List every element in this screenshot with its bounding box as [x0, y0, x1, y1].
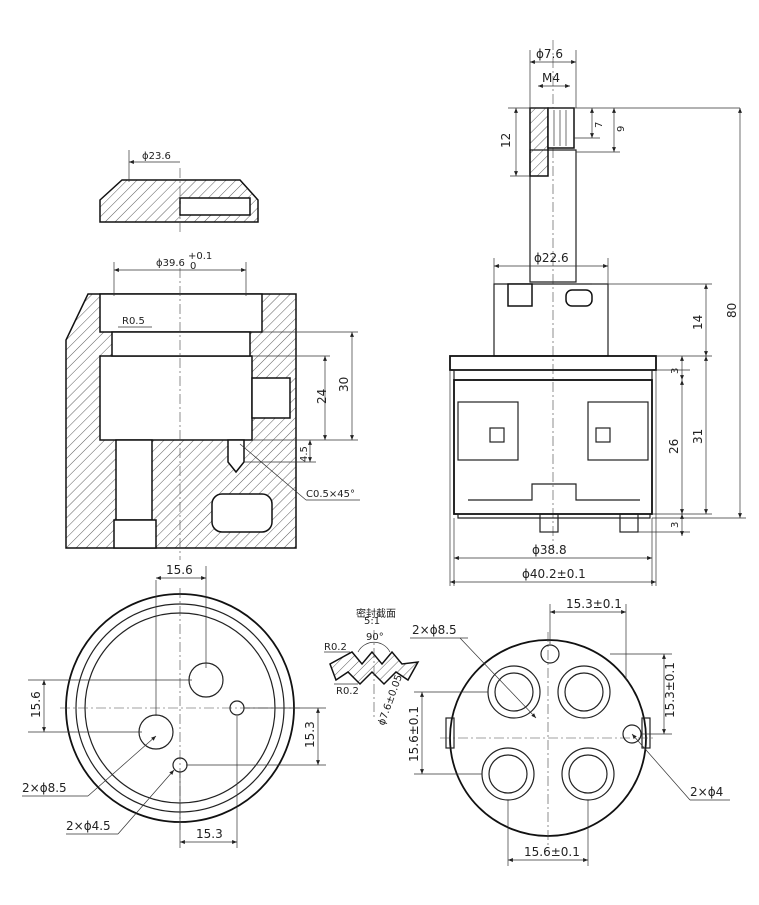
thread-label: M4 — [542, 71, 560, 85]
overall-height-label: 80 — [725, 303, 739, 318]
bottom-spacing-right-label: 15.6±0.1 — [524, 845, 580, 859]
side-view: ϕ7.6 M4 12 7 9 ϕ22.6 14 80 3 26 31 — [449, 40, 746, 586]
flange-diameter-label: ϕ40.2±0.1 — [522, 567, 586, 581]
bottom-left-view: 15.6 15.6 15.3 15.3 2×ϕ8.5 2×ϕ4.5 — [22, 563, 326, 848]
chamfer-label: C0.5×45° — [306, 489, 355, 500]
spline-len-label: 7 — [594, 122, 605, 128]
detail-radius-b: R0.2 — [336, 686, 359, 697]
top-spacing-label: 15.3±0.1 — [566, 597, 622, 611]
bottom-step-label: 3 — [670, 522, 681, 528]
left-spacing-label: 15.6±0.1 — [407, 706, 421, 762]
radius-label: R0.5 — [122, 316, 145, 327]
detail-radius-a: R0.2 — [324, 642, 347, 653]
hole-offset-x-label: 15.6 — [166, 563, 193, 577]
detail-scale: 5:1 — [364, 616, 380, 627]
cavity-height-label: 24 — [315, 389, 329, 404]
detail-title: 密封截面 — [356, 607, 396, 620]
stem-diameter-label: ϕ7.6 — [536, 47, 563, 61]
seal-detail-view: 密封截面 5:1 90° R0.2 R0.2 ϕ7.6±0.05 — [324, 607, 420, 727]
collar-height-label: 14 — [691, 315, 705, 330]
body-diameter-label: ϕ38.8 — [532, 543, 567, 557]
bore-tol-lower: 0 — [190, 261, 196, 272]
small-hole-offset-label: 15.3 — [303, 721, 317, 748]
collar-diameter-label: ϕ22.6 — [534, 251, 569, 265]
right-big-holes-label: 2×ϕ8.5 — [412, 623, 457, 637]
bore-diameter-label: ϕ39.6 — [156, 258, 185, 269]
bottom-right-view: 15.3±0.1 15.3±0.1 15.6±0.1 15.6±0.1 2×ϕ8… — [407, 597, 730, 866]
stem-height-label: 12 — [499, 133, 513, 148]
step-label: 4.5 — [299, 446, 310, 462]
bottom-spacing-label: 15.3 — [196, 827, 223, 841]
bore-depth-label: 30 — [337, 377, 351, 392]
body-height-label: 26 — [667, 439, 681, 454]
cap-view: ϕ23.6 — [99, 150, 259, 232]
right-small-holes-label: 2×ϕ4 — [690, 785, 723, 799]
flange-thickness-label: 3 — [670, 368, 681, 374]
detail-angle: 90° — [366, 632, 384, 643]
right-spacing-label: 15.3±0.1 — [663, 662, 677, 718]
spline-total-label: 9 — [616, 126, 627, 132]
cap-diameter-label: ϕ23.6 — [142, 151, 171, 162]
spline-lines — [553, 110, 567, 146]
section-view: ϕ39.6 +0.1 0 R0.5 24 30 4.5 C0.5×45° — [65, 251, 360, 560]
body-total-label: 31 — [691, 429, 705, 444]
bore-tol-upper: +0.1 — [188, 251, 212, 262]
small-holes-label: 2×ϕ4.5 — [66, 819, 111, 833]
hole-offset-y-label: 15.6 — [29, 691, 43, 718]
big-holes-label: 2×ϕ8.5 — [22, 781, 67, 795]
